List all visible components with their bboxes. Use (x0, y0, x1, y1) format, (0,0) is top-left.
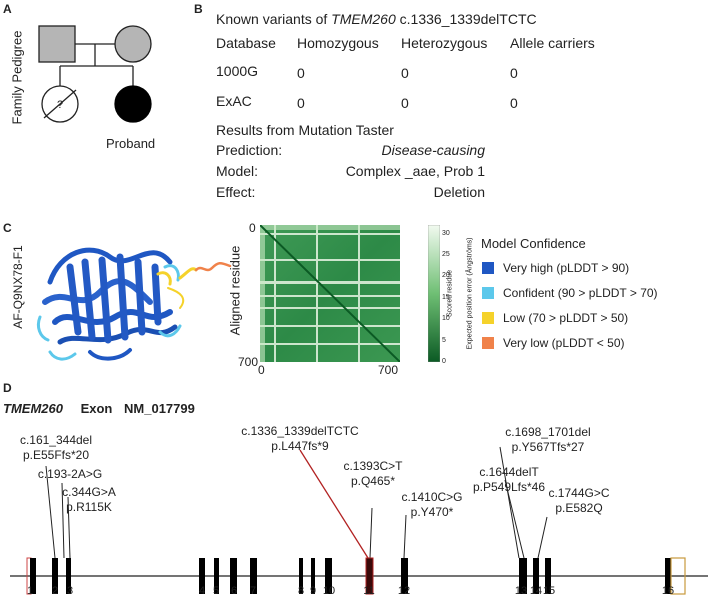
colorbar-tick: 10 (442, 315, 450, 323)
pedigree-ylabel: Family Pedigree (9, 30, 25, 125)
exon-blocks (26, 557, 686, 595)
exon-number: 11 (363, 585, 375, 597)
gene-header: TMEM260 Exon NM_017799 (3, 401, 195, 416)
confidence-swatch (482, 287, 494, 299)
mt-label-prediction: Prediction: (216, 142, 283, 158)
exon-label: Exon (80, 401, 113, 416)
pae-xtick-0: 0 (258, 363, 265, 377)
colorbar-label: Expected position error (Ångströms) (466, 237, 474, 350)
confidence-label: Very low (pLDDT < 50) (503, 336, 625, 350)
exon-number: 9 (309, 585, 317, 597)
confidence-label: Confident (90 > pLDDT > 70) (503, 286, 658, 300)
exon-number: 6 (230, 585, 238, 597)
gene-name: TMEM260 (3, 401, 63, 416)
exon-number: 4 (198, 585, 206, 597)
proband-symbol (114, 85, 152, 123)
colorbar-tick: 15 (442, 293, 450, 301)
exon-number: 12 (397, 585, 411, 597)
confidence-swatch (482, 262, 494, 274)
table-row-het: 0 (401, 65, 409, 81)
pae-colorbar (428, 225, 440, 362)
table-header-homozygous: Homozygous (297, 35, 379, 51)
confidence-label: Very high (pLDDT > 90) (503, 261, 630, 275)
table-row-hom: 0 (297, 65, 305, 81)
pae-ylabel: Aligned residue (227, 245, 243, 336)
highlight-connector (299, 449, 369, 559)
mt-label-model: Model: (216, 163, 259, 179)
exon-number: 5 (212, 585, 220, 597)
colorbar-tick: 5 (442, 336, 446, 344)
exon-number: 10 (322, 585, 336, 597)
gene-diagram (10, 446, 708, 595)
pae-xlabel: Scored residue (446, 269, 454, 318)
table-row-db: 1000G (216, 63, 259, 79)
colorbar-tick: 0 (442, 358, 446, 365)
colorbar-tick: 25 (442, 250, 450, 258)
mutation-taster-title: Results from Mutation Taster (216, 122, 394, 138)
exon-number: 13 (514, 585, 528, 597)
transcript-id: NM_017799 (124, 401, 195, 416)
pae-diagonal (260, 225, 400, 362)
exon-number: 14 (529, 585, 543, 597)
pae-heatmap (260, 225, 400, 362)
table-row-db: ExAC (216, 93, 252, 109)
confidence-swatch (482, 312, 494, 324)
mother-symbol (114, 25, 152, 63)
proband-label: Proband (106, 136, 156, 151)
mt-value-model: Complex _aae, Prob 1 (345, 163, 485, 179)
protein-structure (36, 247, 232, 361)
panel-letter-c: C (3, 221, 12, 235)
exon-number: 2 (51, 585, 59, 597)
question-mark: ? (57, 99, 63, 111)
colorbar-tick: 20 (442, 272, 450, 280)
table-row-carriers: 0 (510, 95, 518, 111)
table-row-carriers: 0 (510, 65, 518, 81)
exon-number: 3 (66, 585, 74, 597)
pae-ytick-700: 700 (238, 355, 259, 369)
exon-number: 15 (542, 585, 556, 597)
exon-number: 1 (26, 585, 34, 597)
table-row-hom: 0 (297, 95, 305, 111)
table-row-het: 0 (401, 95, 409, 111)
table-header-carriers: Allele carriers (510, 35, 595, 51)
panel-letter-b: B (194, 2, 203, 16)
mt-value-prediction: Disease-causing (381, 142, 486, 158)
panel-letter-d: D (3, 381, 12, 395)
pae-ytick-0: 0 (249, 221, 256, 235)
variants-title: Known variants of TMEM260 c.1336_1339del… (216, 11, 537, 27)
confidence-label: Low (70 > pLDDT > 50) (503, 311, 629, 325)
structure-label: AF-Q9NX78-F1 (11, 245, 25, 329)
table-header-heterozygous: Heterozygous (401, 35, 488, 51)
confidence-swatch (482, 337, 494, 349)
variant-label: c.193-2A>G (37, 467, 103, 481)
confidence-title: Model Confidence (481, 236, 586, 251)
exon-number: 16 (661, 585, 675, 597)
exon-number: 8 (297, 585, 305, 597)
mt-value-effect: Deletion (433, 184, 485, 200)
mt-label-effect: Effect: (216, 184, 256, 200)
table-header-database: Database (216, 35, 276, 51)
father-symbol (38, 25, 76, 63)
colorbar-tick: 30 (442, 229, 450, 237)
pedigree-chart: ? (38, 25, 152, 123)
exon-number: 7 (249, 585, 257, 597)
pae-xtick-700: 700 (378, 363, 399, 377)
panel-letter-a: A (3, 2, 12, 16)
